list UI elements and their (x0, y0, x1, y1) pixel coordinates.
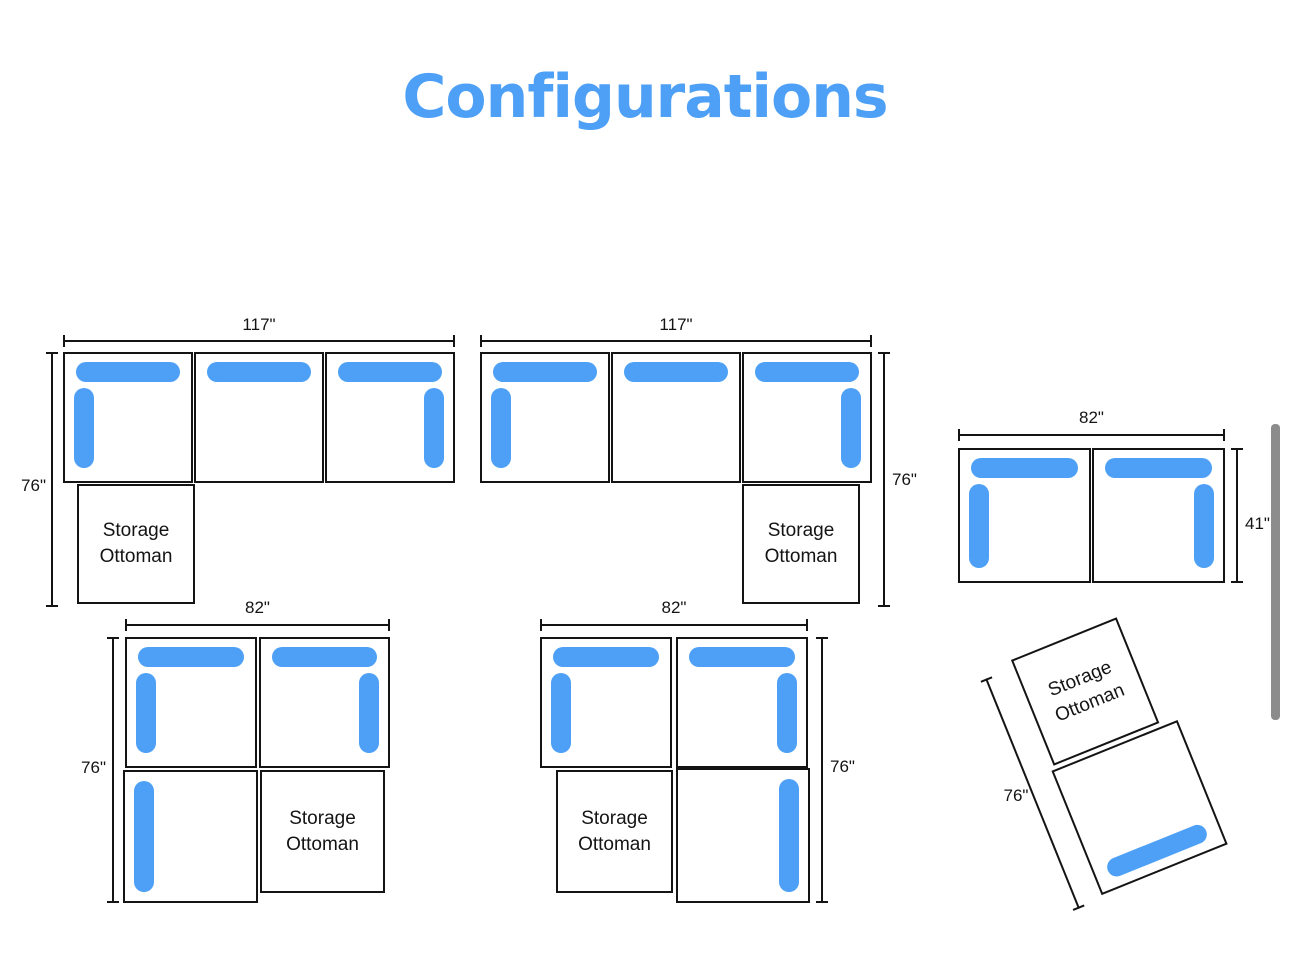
depth-dimension-label: 41" (1245, 514, 1270, 533)
width-dimension-label: 82" (245, 598, 270, 617)
width-dimension-label: 117" (242, 315, 276, 334)
seat-right-arm (742, 352, 872, 483)
width-dimension-line (540, 619, 808, 631)
armrest-bar (779, 779, 799, 892)
storage-ottoman-box: Storage Ottoman (742, 484, 860, 604)
chaise-left-arm (123, 770, 258, 903)
backrest-bar (689, 647, 795, 667)
length-dimension-label: 76" (1003, 786, 1029, 805)
depth-dimension-label: 76" (81, 758, 106, 777)
seat-left-arm (125, 637, 257, 768)
backrest-bar (272, 647, 377, 667)
depth-dimension-line (816, 637, 828, 903)
armrest-bar (134, 781, 154, 892)
backrest-bar (76, 362, 180, 382)
armrest-bar (74, 388, 94, 468)
backrest-bar (624, 362, 728, 382)
depth-dimension-label: 76" (21, 476, 46, 495)
width-dimension-line (125, 619, 390, 631)
chaise-right-arm (676, 768, 810, 903)
seat-right-arm (325, 352, 455, 483)
armrest-bar (1194, 484, 1214, 568)
width-dimension-label: 82" (661, 598, 687, 617)
depth-dimension-line (107, 637, 119, 903)
seat-right-arm (676, 637, 808, 768)
storage-ottoman-label: Storage Ottoman (286, 807, 359, 855)
seat-right-arm (259, 637, 390, 768)
width-dimension-line (958, 429, 1225, 441)
backrest-bar (553, 647, 659, 667)
armrest-bar (491, 388, 511, 468)
backrest-bar (1104, 822, 1210, 880)
width-dimension-label: 117" (659, 315, 693, 334)
backrest-bar (138, 647, 244, 667)
seat-middle (611, 352, 741, 483)
scrollbar-thumb[interactable] (1271, 424, 1280, 720)
armrest-bar (424, 388, 444, 468)
backrest-bar (207, 362, 311, 382)
storage-ottoman-label: Storage Ottoman (578, 807, 651, 855)
backrest-bar (1105, 458, 1212, 478)
armrest-bar (969, 484, 989, 568)
storage-ottoman-label: Storage Ottoman (1045, 657, 1128, 727)
depth-dimension-line (878, 352, 890, 607)
depth-dimension-label: 76" (892, 470, 917, 489)
armrest-bar (777, 673, 797, 753)
width-dimension-label: 82" (1079, 408, 1104, 427)
seat-left-arm (63, 352, 193, 483)
seat-left-arm (958, 448, 1091, 583)
backrest-bar (755, 362, 859, 382)
storage-ottoman-label: Storage Ottoman (764, 520, 838, 567)
depth-dimension-label: 76" (830, 757, 855, 776)
storage-ottoman-box: Storage Ottoman (260, 770, 385, 893)
backrest-bar (493, 362, 597, 382)
backrest-bar (971, 458, 1078, 478)
seat-left-arm (480, 352, 610, 483)
armrest-bar (136, 673, 156, 753)
seat-left-arm (540, 637, 672, 768)
storage-ottoman-box: Storage Ottoman (77, 484, 195, 604)
seat-middle (194, 352, 324, 483)
storage-ottoman-label: Storage Ottoman (99, 520, 173, 567)
width-dimension-line (63, 335, 455, 347)
armrest-bar (551, 673, 571, 753)
width-dimension-line (480, 335, 872, 347)
armrest-bar (359, 673, 379, 753)
seat-right-arm (1092, 448, 1225, 583)
storage-ottoman-box: Storage Ottoman (556, 770, 673, 893)
depth-dimension-line (1231, 448, 1243, 583)
page-title: Configurations (402, 62, 888, 132)
rotated-group: Storage Ottoman (978, 610, 1235, 919)
armrest-bar (841, 388, 861, 468)
depth-dimension-line (46, 352, 58, 607)
backrest-bar (338, 362, 442, 382)
